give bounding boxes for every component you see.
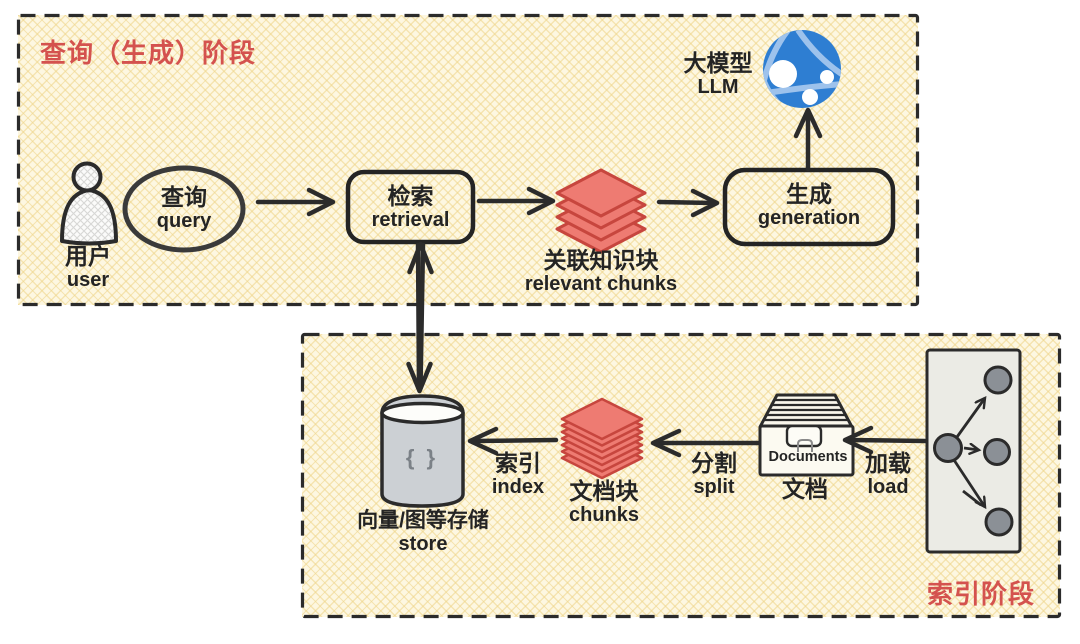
query-ellipse bbox=[122, 165, 246, 253]
documents-box-label: Documents bbox=[768, 449, 848, 465]
split-label-en: split bbox=[693, 476, 735, 499]
split-label: 分割 split bbox=[674, 450, 754, 499]
retrieval-box bbox=[345, 169, 476, 245]
doc-chunks-label: 文档块 chunks bbox=[549, 478, 659, 527]
arrow-retrieval-to-chunks bbox=[476, 186, 556, 216]
llm-label-en: LLM bbox=[697, 76, 739, 99]
index-phase-title: 索引阶段 bbox=[927, 579, 1036, 609]
query-phase-title: 查询（生成）阶段 bbox=[40, 38, 257, 68]
documents-label: 文档 bbox=[755, 476, 855, 502]
load-label-zh: 加载 bbox=[865, 450, 911, 476]
load-label: 加载 load bbox=[848, 450, 928, 499]
documents-drawer-icon bbox=[758, 393, 855, 477]
arrow-chunks-to-generation bbox=[656, 188, 720, 218]
arrow-documents-to-chunks bbox=[650, 428, 762, 458]
query-label: 查询 query bbox=[124, 184, 244, 233]
index-phase-border bbox=[300, 332, 1062, 619]
retrieval-label-en: retrieval bbox=[371, 209, 450, 232]
index-label-en: index bbox=[491, 476, 545, 499]
store-label: 向量/图等存储 store bbox=[338, 509, 508, 556]
arrow-chunks-to-store bbox=[467, 426, 559, 456]
generation-label: 生成 generation bbox=[725, 181, 893, 230]
relevant-chunks-label-en: relevant chunks bbox=[524, 273, 678, 296]
retrieval-label-zh: 检索 bbox=[387, 183, 434, 209]
generation-label-en: generation bbox=[757, 207, 861, 230]
arrow-retrieval-store-bidirectional bbox=[406, 241, 434, 394]
index-label: 索引 index bbox=[478, 450, 558, 499]
index-label-zh: 索引 bbox=[495, 450, 541, 476]
generation-label-zh: 生成 bbox=[786, 181, 832, 207]
relevant-chunks-label: 关联知识块 relevant chunks bbox=[506, 247, 696, 296]
user-icon bbox=[60, 161, 118, 246]
store-symbol: { } bbox=[405, 445, 439, 470]
llm-label: 大模型 LLM bbox=[668, 50, 768, 99]
documents-label-zh: 文档 bbox=[782, 476, 828, 502]
user-label-en: user bbox=[66, 269, 110, 292]
relevant-chunks-icon bbox=[555, 168, 647, 254]
store-label-en: store bbox=[398, 532, 448, 555]
store-cylinder-icon bbox=[380, 394, 465, 508]
arrow-generation-to-llm bbox=[793, 107, 823, 172]
doc-chunks-icon bbox=[560, 397, 644, 480]
query-label-en: query bbox=[156, 210, 212, 233]
llm-sphere-icon bbox=[763, 30, 841, 108]
retrieval-label: 检索 retrieval bbox=[348, 183, 473, 232]
arrow-graph-to-documents bbox=[842, 425, 928, 455]
doc-chunks-label-en: chunks bbox=[568, 504, 640, 527]
graph-source-icon bbox=[925, 348, 1022, 554]
relevant-chunks-label-zh: 关联知识块 bbox=[543, 247, 659, 273]
load-label-en: load bbox=[867, 476, 909, 499]
split-label-zh: 分割 bbox=[691, 450, 737, 476]
user-label: 用户 user bbox=[36, 243, 140, 292]
doc-chunks-label-zh: 文档块 bbox=[569, 478, 639, 504]
query-phase-border bbox=[16, 13, 920, 307]
user-label-zh: 用户 bbox=[65, 243, 111, 269]
arrow-query-to-retrieval bbox=[255, 187, 336, 217]
store-label-zh: 向量/图等存储 bbox=[357, 509, 489, 532]
llm-label-zh: 大模型 bbox=[683, 50, 753, 76]
query-label-zh: 查询 bbox=[161, 184, 207, 210]
